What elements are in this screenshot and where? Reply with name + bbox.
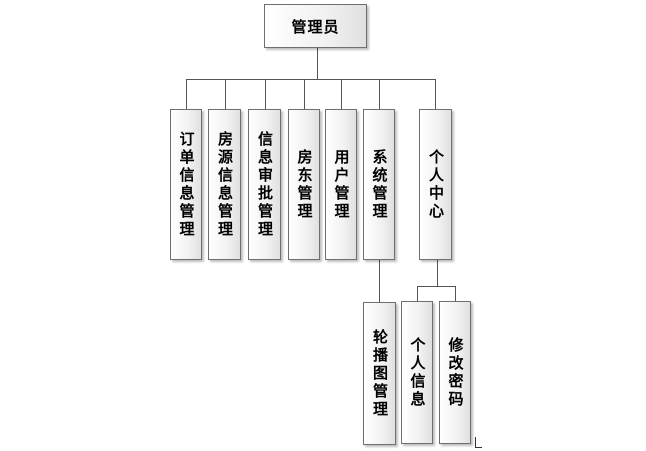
connector-system-to-child	[379, 260, 380, 302]
module-node-label: 房源信息管理	[216, 130, 233, 239]
sub-node-label: 修改密码	[446, 336, 464, 409]
module-node-listing-info: 房源信息管理	[208, 109, 241, 260]
sub-node-personal-info: 个人信息	[401, 301, 433, 444]
connector-to-module-5	[341, 79, 342, 109]
connector-root-down	[317, 48, 318, 79]
connector-to-module-4	[304, 79, 305, 109]
paragraph-mark-icon	[475, 437, 482, 448]
connector-to-module-1	[186, 79, 187, 109]
connector-personal-down	[437, 260, 438, 286]
sub-node-label: 轮播图管理	[371, 328, 388, 419]
module-node-personal-center: 个人中心	[419, 109, 452, 260]
module-node-label: 订单信息管理	[177, 130, 195, 239]
connector-to-personal-info	[417, 286, 418, 301]
module-node-order-info: 订单信息管理	[170, 109, 202, 260]
connector-to-module-6	[379, 79, 380, 109]
sub-node-carousel: 轮播图管理	[363, 302, 396, 445]
connector-personal-bus	[417, 286, 455, 287]
sub-node-label: 个人信息	[408, 336, 426, 409]
module-node-landlord: 房东管理	[288, 109, 320, 260]
connector-to-change-password	[455, 286, 456, 301]
module-node-system: 系统管理	[363, 109, 395, 260]
module-node-label: 系统管理	[370, 148, 388, 221]
module-node-label: 房东管理	[295, 148, 313, 221]
connector-to-module-3	[265, 79, 266, 109]
module-node-label: 个人中心	[427, 148, 444, 221]
module-node-user: 用户管理	[325, 109, 357, 260]
connector-to-module-2	[225, 79, 226, 109]
root-node-label: 管理员	[291, 18, 340, 36]
module-node-approval: 信息审批管理	[248, 109, 281, 260]
module-node-label: 用户管理	[332, 148, 350, 221]
connector-modules-bus	[186, 79, 435, 80]
module-node-label: 信息审批管理	[256, 130, 273, 239]
connector-to-module-7	[435, 79, 436, 109]
root-node-admin: 管理员	[264, 4, 367, 48]
sub-node-change-password: 修改密码	[439, 301, 471, 444]
